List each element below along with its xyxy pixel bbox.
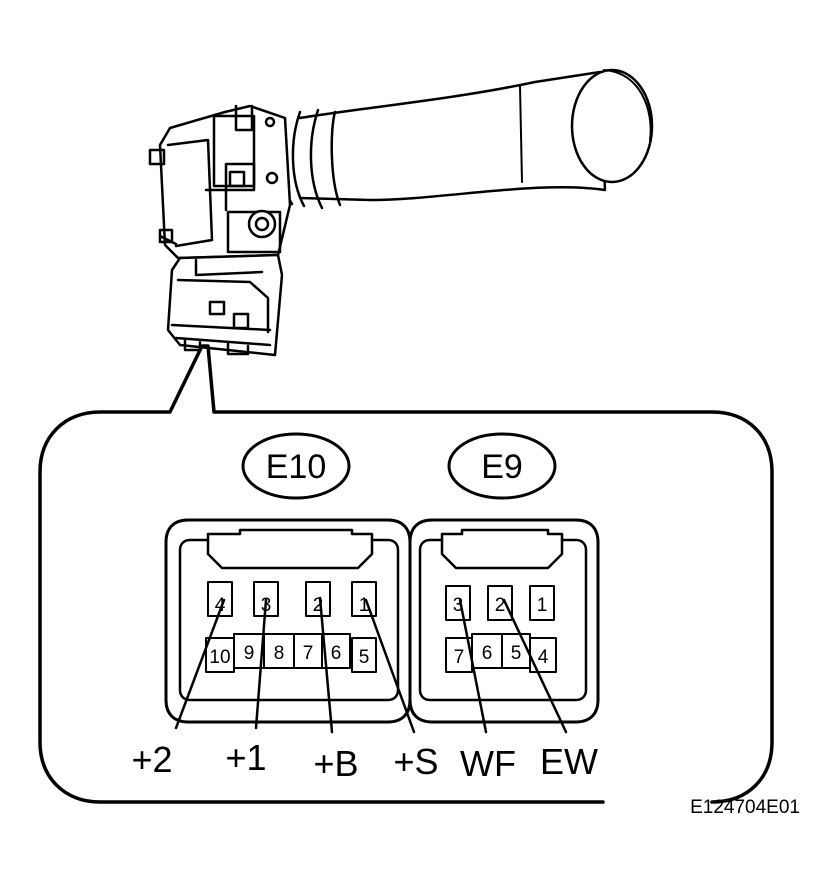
connector-e9-label: E9 [481,448,523,486]
e10-pin-9-num: 9 [244,643,255,664]
e10-pin-2-num: 2 [313,595,324,616]
e10-pin-5 [351,637,377,673]
connector-e10-label: E10 [266,448,327,486]
terminal-label-plus2: +2 [131,739,172,780]
e10-pin-5-num: 5 [359,647,370,668]
e9-pin-7-num: 7 [454,647,465,668]
terminal-label-ew: EW [540,741,598,782]
e10-pin-6-num: 6 [331,643,342,664]
connector-e9: E9 3 2 1 7 6 5 4 [408,432,600,724]
e10-pin-2 [305,581,331,617]
e10-pin-1-num: 1 [359,595,370,616]
leader-line-wf [458,598,488,734]
e9-pin-3-num: 3 [453,595,464,616]
e9-pin-1 [529,585,555,621]
terminal-label-plusb: +B [313,743,358,784]
connector-e9-face [418,538,588,702]
e9-pin-1-num: 1 [537,595,548,616]
leader-line-pluss [364,598,416,734]
terminal-labels: +2 +1 +B +S WF EW [131,737,598,784]
connector-e10: E10 4 3 2 1 10 9 8 7 6 5 [164,432,412,724]
e10-pin-8-num: 8 [274,643,285,664]
connector-e10-latch [206,528,374,542]
connector-e9-oval [447,432,557,500]
e10-pin-4 [207,581,233,617]
connector-e10-face [178,538,400,702]
leader-lines [174,596,568,734]
e9-pin-2 [487,585,513,621]
e10-pin-1 [351,581,377,617]
connector-e10-oval [241,432,351,500]
terminal-label-wf: WF [460,743,516,784]
connector-e10-housing [164,518,412,724]
callout-bubble [38,344,774,804]
leader-line-plusb [318,596,334,734]
e9-pin-2-num: 2 [495,595,506,616]
connector-e9-housing [408,518,600,724]
e9-pin-6-num: 6 [482,643,493,664]
terminal-label-plus1: +1 [225,737,266,778]
leader-line-plus1 [254,598,268,730]
leader-line-ew [502,598,568,734]
figure-code: E124704E01 [690,797,800,818]
e10-pin-7-num: 7 [303,643,314,664]
e9-pin-5-num: 5 [511,643,522,664]
e10-pin-10-num: 10 [209,647,230,668]
combination-switch-illustration [148,68,654,357]
connector-e9-latch [440,528,564,542]
e10-pin-4-num: 4 [215,595,226,616]
leader-line-plus2 [174,598,226,730]
e9-pin-3 [445,585,471,621]
e9-pin-4-num: 4 [538,647,549,668]
e10-pin-6 [321,633,351,669]
terminal-label-pluss: +S [393,741,438,782]
